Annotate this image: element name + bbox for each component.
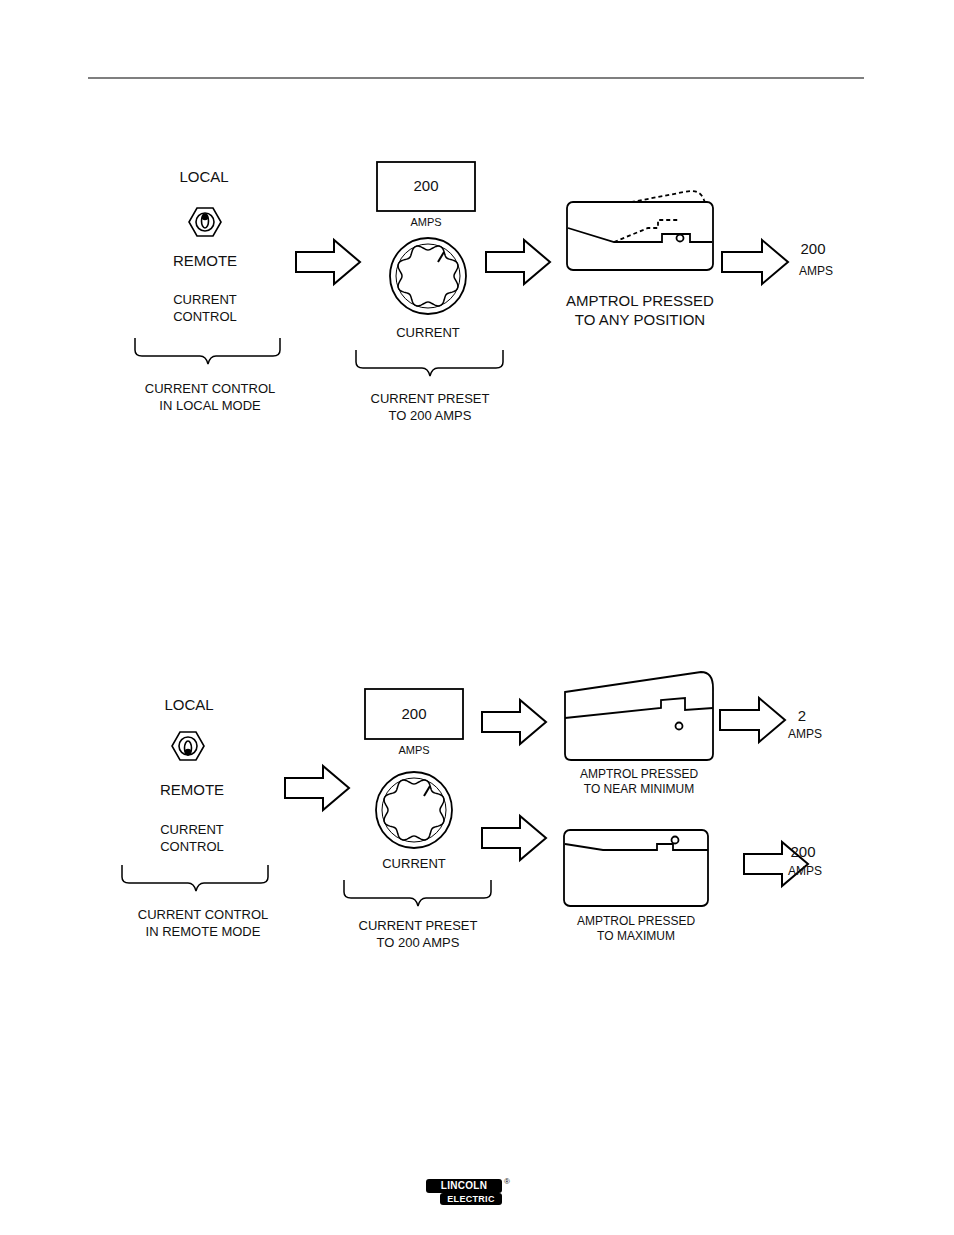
label: REMOTE <box>147 780 237 800</box>
shape-outline <box>374 770 454 850</box>
label: LOCAL <box>144 695 234 715</box>
label: REMOTE <box>160 251 250 271</box>
header-rule <box>88 77 864 78</box>
amptrol-pedal: AMPTROL PRESSED TO MAXIMUM <box>563 826 709 908</box>
brackets <box>122 338 503 906</box>
caption: AMPTROL PRESSED TO ANY POSITION <box>555 292 725 330</box>
caption: AMPTROL PRESSED TO MAXIMUM <box>569 914 703 944</box>
current-knob: CURRENT <box>374 770 454 850</box>
caption: AMPS <box>364 744 464 758</box>
block-arrow <box>482 816 546 860</box>
logo-text: ELECTRIC <box>440 1193 502 1205</box>
caption: AMPTROL PRESSED TO NEAR MINIMUM <box>572 767 706 797</box>
block-arrow <box>482 700 546 744</box>
label: LOCAL <box>159 167 249 187</box>
label: CURRENT PRESET TO 200 AMPS <box>356 918 480 952</box>
label: CURRENT CONTROL <box>165 292 245 326</box>
shape-outline <box>563 668 715 762</box>
label: 2 <box>782 706 822 726</box>
caption: CURRENT <box>359 856 469 872</box>
toggle-switch <box>172 732 204 760</box>
label: 200 <box>778 842 828 862</box>
display-value: 200 <box>366 705 462 724</box>
shape-outline <box>388 236 468 316</box>
block-arrows <box>285 240 808 886</box>
label: CURRENT CONTROL <box>152 822 232 856</box>
logo-text: ® <box>501 1177 513 1187</box>
caption: AMPS <box>376 216 476 230</box>
logo-text: LINCOLN <box>426 1179 502 1193</box>
label: AMPS <box>780 864 830 880</box>
display-value: 200 <box>378 177 474 196</box>
amptrol-pedal: AMPTROL PRESSED TO NEAR MINIMUM <box>563 668 715 762</box>
ammeter-display: 200AMPS <box>364 688 464 740</box>
caption: CURRENT <box>373 325 483 341</box>
label: AMPS <box>780 727 830 743</box>
logo <box>426 1179 502 1205</box>
label: CURRENT PRESET TO 200 AMPS <box>368 391 492 425</box>
block-arrow <box>486 240 550 284</box>
toggle-switch <box>189 208 221 236</box>
shape-outline <box>563 826 709 908</box>
label: CURRENT CONTROL IN LOCAL MODE <box>144 381 276 415</box>
amptrol-pedal: AMPTROL PRESSED TO ANY POSITION <box>566 186 714 272</box>
label: CURRENT CONTROL IN REMOTE MODE <box>133 907 273 941</box>
label: 200 <box>788 239 838 259</box>
label: AMPS <box>791 264 841 280</box>
shape-outline <box>566 186 714 272</box>
ammeter-display: 200AMPS <box>376 161 476 212</box>
current-knob: CURRENT <box>388 236 468 316</box>
